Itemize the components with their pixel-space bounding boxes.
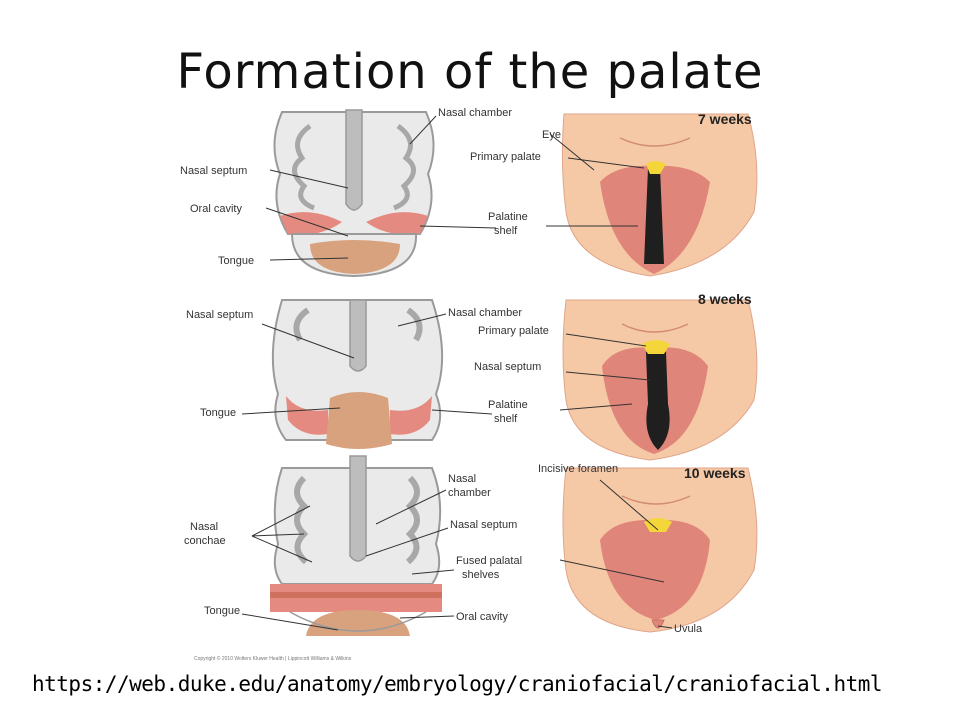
leaders-8wk-right [559, 333, 651, 411]
label-tongue-8wk: Tongue [200, 407, 236, 419]
panel-10-weeks: Nasal conchae Tongue Nasal chamber Nasal… [184, 455, 758, 636]
label-tongue-10wk: Tongue [204, 605, 240, 617]
leaders-7wk-right [546, 133, 645, 227]
label-nasal-conchae-2: conchae [184, 535, 226, 547]
coronal-section-7wk [273, 109, 435, 278]
label-nasal-septum-10wk: Nasal septum [450, 519, 517, 531]
label-nasal-chamber-7wk: Nasal chamber [438, 107, 512, 119]
slide-title: Formation of the palate [176, 44, 764, 100]
label-oral-cavity-7wk: Oral cavity [190, 203, 242, 215]
label-palatine-7wk-1: Palatine [488, 211, 528, 223]
figure-copyright: Copyright © 2010 Wolters Kluwer Health |… [194, 655, 352, 662]
label-fused-shelves-2: shelves [462, 569, 500, 581]
label-nasal-septum-7wk: Nasal septum [180, 165, 247, 177]
label-nasal-chamber-10wk-2: chamber [448, 487, 491, 499]
label-nasal-chamber-8wk: Nasal chamber [448, 307, 522, 319]
label-palatine-8wk-2: shelf [494, 413, 518, 425]
label-nasal-septum-8wk-right: Nasal septum [474, 361, 541, 373]
weeks-10-label: 10 weeks [684, 465, 746, 481]
leaders-10wk [241, 489, 455, 631]
coronal-section-10wk [270, 455, 442, 636]
panel-7-weeks: Nasal septum Oral cavity Tongue Nasal ch… [180, 107, 758, 278]
label-nasal-chamber-10wk-1: Nasal [448, 473, 476, 485]
weeks-7-label: 7 weeks [698, 111, 752, 127]
palatal-view-7wk [561, 113, 758, 277]
label-palatine-7wk-2: shelf [494, 225, 518, 237]
label-primary-palate-7wk: Primary palate [470, 151, 541, 163]
label-fused-shelves-1: Fused palatal [456, 555, 522, 567]
source-url[interactable]: https://web.duke.edu/anatomy/embryology/… [32, 672, 883, 696]
palate-formation-figure: Nasal septum Oral cavity Tongue Nasal ch… [180, 107, 758, 662]
panel-8-weeks: Nasal septum Tongue Nasal chamber Palati… [186, 291, 758, 461]
leaders-7wk [265, 115, 497, 261]
leaders-8wk [241, 313, 493, 415]
label-primary-palate-8wk: Primary palate [478, 325, 549, 337]
label-nasal-septum-8wk-left: Nasal septum [186, 309, 253, 321]
palatal-view-10wk [562, 467, 758, 633]
label-oral-cavity-10wk: Oral cavity [456, 611, 508, 623]
label-nasal-conchae-1: Nasal [190, 521, 218, 533]
weeks-8-label: 8 weeks [698, 291, 752, 307]
label-incisive-foramen: Incisive foramen [538, 463, 618, 475]
leaders-10wk-right [559, 479, 673, 629]
coronal-section-8wk [271, 299, 444, 449]
label-palatine-8wk-1: Palatine [488, 399, 528, 411]
label-eye-7wk: Eye [542, 129, 561, 141]
palatal-view-8wk [562, 299, 758, 461]
label-tongue-7wk: Tongue [218, 255, 254, 267]
label-uvula: Uvula [674, 623, 703, 635]
